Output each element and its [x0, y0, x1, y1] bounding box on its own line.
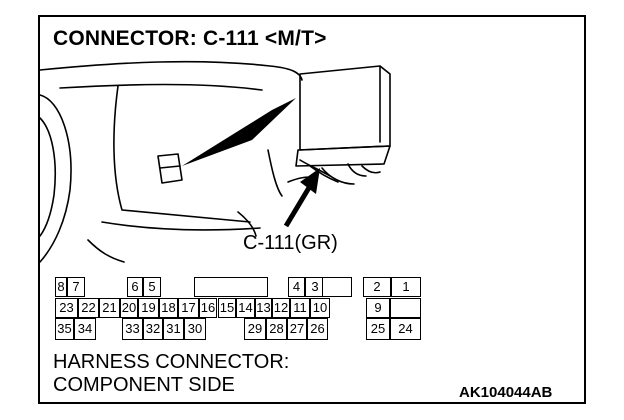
- connector-pin: 24: [390, 318, 421, 340]
- connector-pin: 1: [391, 277, 421, 297]
- connector-pin: 8: [55, 277, 67, 297]
- connector-pin: 19: [138, 298, 159, 318]
- connector-pin: 18: [159, 298, 178, 318]
- leader-wedge: [182, 98, 296, 166]
- connector-pin: 23: [55, 298, 78, 318]
- connector-key-slot: [194, 277, 268, 297]
- connector-pin: 13: [255, 298, 272, 318]
- connector-pin: 34: [74, 318, 96, 340]
- connector-pin: 2: [363, 277, 391, 297]
- connector-pin: 14: [236, 298, 255, 318]
- connector-key-slot: [322, 277, 352, 297]
- connector-pin: 27: [287, 318, 307, 340]
- footer-line-1: HARNESS CONNECTOR:: [53, 351, 290, 373]
- diagram-frame: [38, 15, 586, 404]
- connector-pin: 11: [290, 298, 310, 318]
- connector-pin: 5: [143, 277, 161, 297]
- connector-pin: 17: [178, 298, 199, 318]
- diagram-title: CONNECTOR: C-111 <M/T>: [53, 27, 327, 50]
- footer-line-2: COMPONENT SIDE: [53, 374, 235, 396]
- connector-pin: 9: [366, 298, 390, 318]
- connector-pin: 4: [288, 277, 305, 297]
- pointer-arrow-icon: [283, 168, 320, 228]
- connector-pin: 28: [266, 318, 287, 340]
- connector-pin: 32: [143, 318, 163, 340]
- connector-pin: 26: [307, 318, 328, 340]
- connector-pin: 33: [122, 318, 143, 340]
- connector-pin: 10: [310, 298, 330, 318]
- connector-pin: 15: [218, 298, 236, 318]
- connector-pin: 22: [78, 298, 99, 318]
- connector-pin: 7: [67, 277, 85, 297]
- connector-pin: 25: [366, 318, 390, 340]
- connector-pin: 12: [272, 298, 290, 318]
- connector-label: C-111(GR): [243, 232, 338, 254]
- connector-pin: 30: [184, 318, 206, 340]
- connector-pin: 21: [99, 298, 120, 318]
- figure-code: AK104044AB: [459, 384, 553, 401]
- connector-pin: 6: [127, 277, 143, 297]
- connector-pin: 20: [120, 298, 138, 318]
- connector-pin: [390, 298, 421, 318]
- connector-pin: 16: [199, 298, 217, 318]
- connector-pin: 29: [244, 318, 266, 340]
- connector-pin: 31: [163, 318, 184, 340]
- connector-pin: 35: [55, 318, 74, 340]
